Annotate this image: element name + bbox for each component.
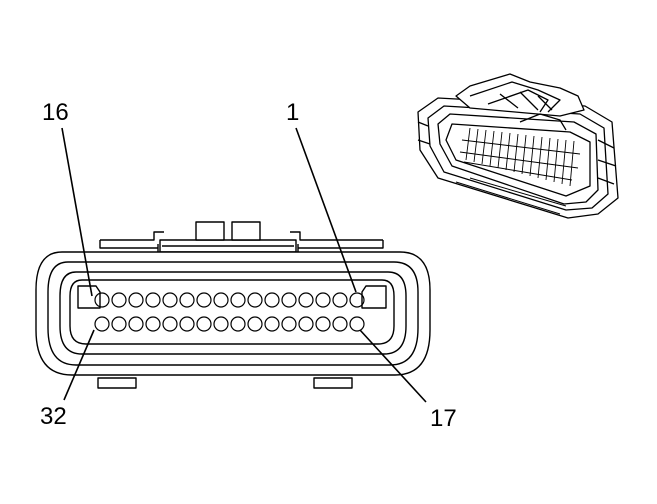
pin-label-32: 32 <box>40 403 67 430</box>
leader-16 <box>61 127 93 297</box>
leader-17 <box>359 329 427 403</box>
pin-label-1: 1 <box>286 99 299 126</box>
connector-perspective-view <box>417 73 619 219</box>
pin-label-17: 17 <box>430 405 457 432</box>
leader-lines <box>61 127 427 403</box>
pin-label-16: 16 <box>42 99 69 126</box>
leader-32 <box>63 329 95 401</box>
pin-row-bottom <box>94 316 365 332</box>
connector-face-view <box>35 221 431 389</box>
leader-1 <box>295 127 357 293</box>
pin-row-top <box>94 292 365 308</box>
